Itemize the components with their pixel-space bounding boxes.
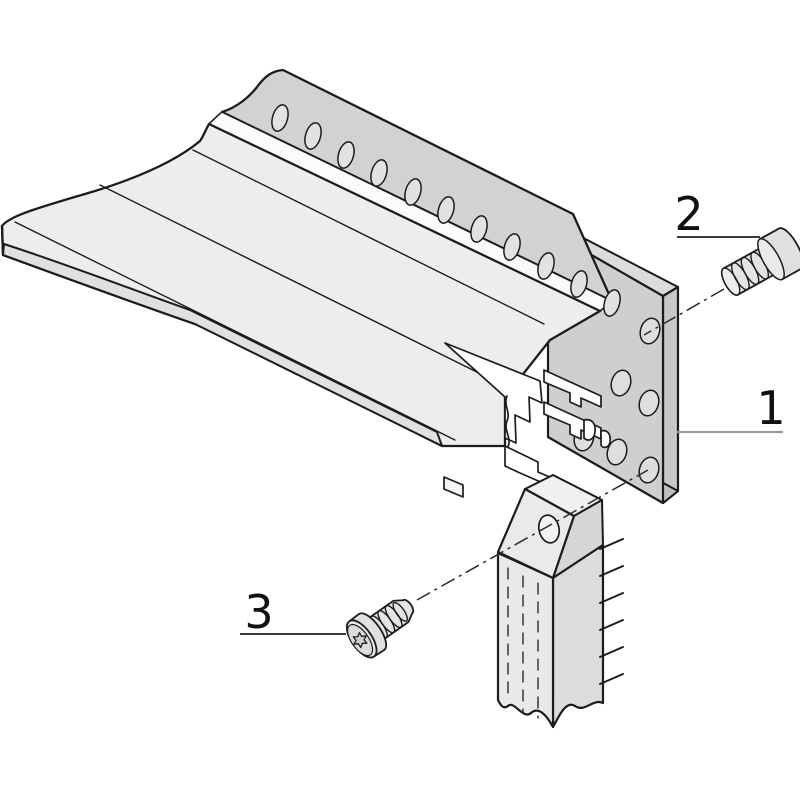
end-plate-holes	[573, 317, 661, 484]
cross-section-tslot-upper	[543, 369, 602, 408]
guide-block-serrations	[599, 538, 624, 685]
end-plate-hole	[610, 369, 632, 397]
guide-block-bar-front-face	[496, 551, 555, 729]
callout-2: 2	[674, 187, 760, 241]
screw-3	[345, 598, 415, 659]
guide-block	[496, 474, 624, 729]
rail-bottom-notch	[443, 476, 464, 498]
end-plate-hole	[606, 438, 628, 466]
guide-block-bar-side-face	[551, 543, 605, 729]
callout-3: 3	[240, 585, 346, 639]
screw-3-threads	[369, 601, 409, 639]
cross-section-lobe	[583, 418, 596, 441]
center-line-screw-3	[416, 469, 649, 601]
flange-hole-row	[271, 104, 621, 317]
screw-2-head	[758, 227, 800, 281]
screw-3-torx-recess-icon	[352, 631, 368, 649]
extruded-rail	[0, 68, 621, 498]
cross-section-lobe	[600, 429, 612, 449]
cross-section-wavy-break	[505, 395, 510, 448]
screw-2-head-face	[757, 238, 785, 281]
rail-bottom-edge-band	[2, 243, 443, 447]
end-plate-hole-screw3-target	[638, 456, 660, 484]
callout-2-label: 2	[674, 187, 703, 241]
callout-3-label: 3	[244, 585, 273, 639]
end-plate-hole	[638, 389, 660, 417]
assembly-center-lines	[416, 288, 725, 601]
cross-section-beam-face	[444, 342, 543, 444]
callout-1-label: 1	[756, 381, 785, 435]
guide-block-hidden-lines	[507, 567, 539, 719]
callout-1: 1	[677, 381, 786, 435]
screw-2	[720, 227, 800, 296]
center-line-screw-2	[643, 288, 725, 336]
rail-left-break-edge	[0, 224, 5, 257]
